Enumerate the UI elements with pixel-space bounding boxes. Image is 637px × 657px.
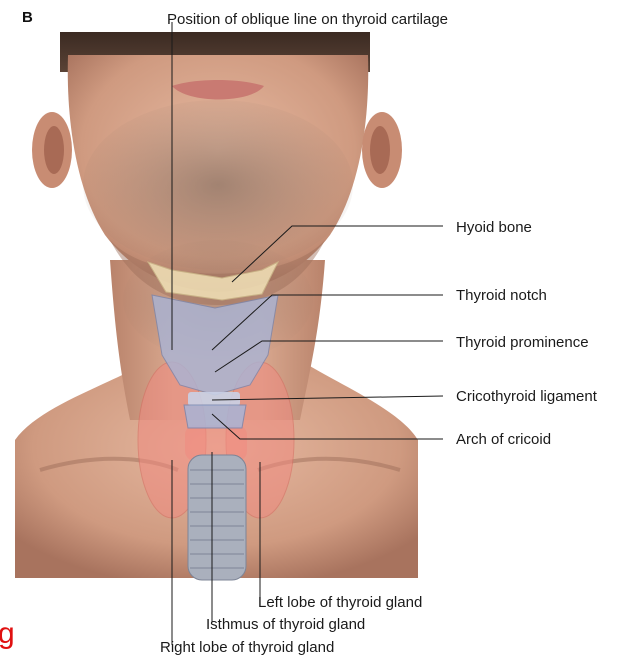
label-thyroid-notch: Thyroid notch bbox=[456, 287, 547, 304]
head-and-neck-illustration bbox=[15, 32, 418, 580]
cricothyroid-ligament-shape bbox=[188, 392, 240, 406]
label-arch-of-cricoid: Arch of cricoid bbox=[456, 431, 551, 448]
trachea-tube bbox=[188, 455, 246, 580]
label-right-lobe: Right lobe of thyroid gland bbox=[160, 639, 334, 656]
label-hyoid-bone: Hyoid bone bbox=[456, 219, 532, 236]
stray-red-letter: g bbox=[0, 617, 15, 650]
label-oblique-line: Position of oblique line on thyroid cart… bbox=[167, 11, 448, 28]
label-isthmus: Isthmus of thyroid gland bbox=[206, 616, 365, 633]
label-left-lobe: Left lobe of thyroid gland bbox=[258, 594, 422, 611]
panel-letter: B bbox=[22, 9, 33, 26]
left-ear-inner bbox=[370, 126, 390, 174]
right-ear-inner bbox=[44, 126, 64, 174]
trachea bbox=[188, 455, 246, 580]
label-cricothyroid-ligament: Cricothyroid ligament bbox=[456, 388, 598, 405]
label-thyroid-prominence: Thyroid prominence bbox=[456, 334, 589, 351]
